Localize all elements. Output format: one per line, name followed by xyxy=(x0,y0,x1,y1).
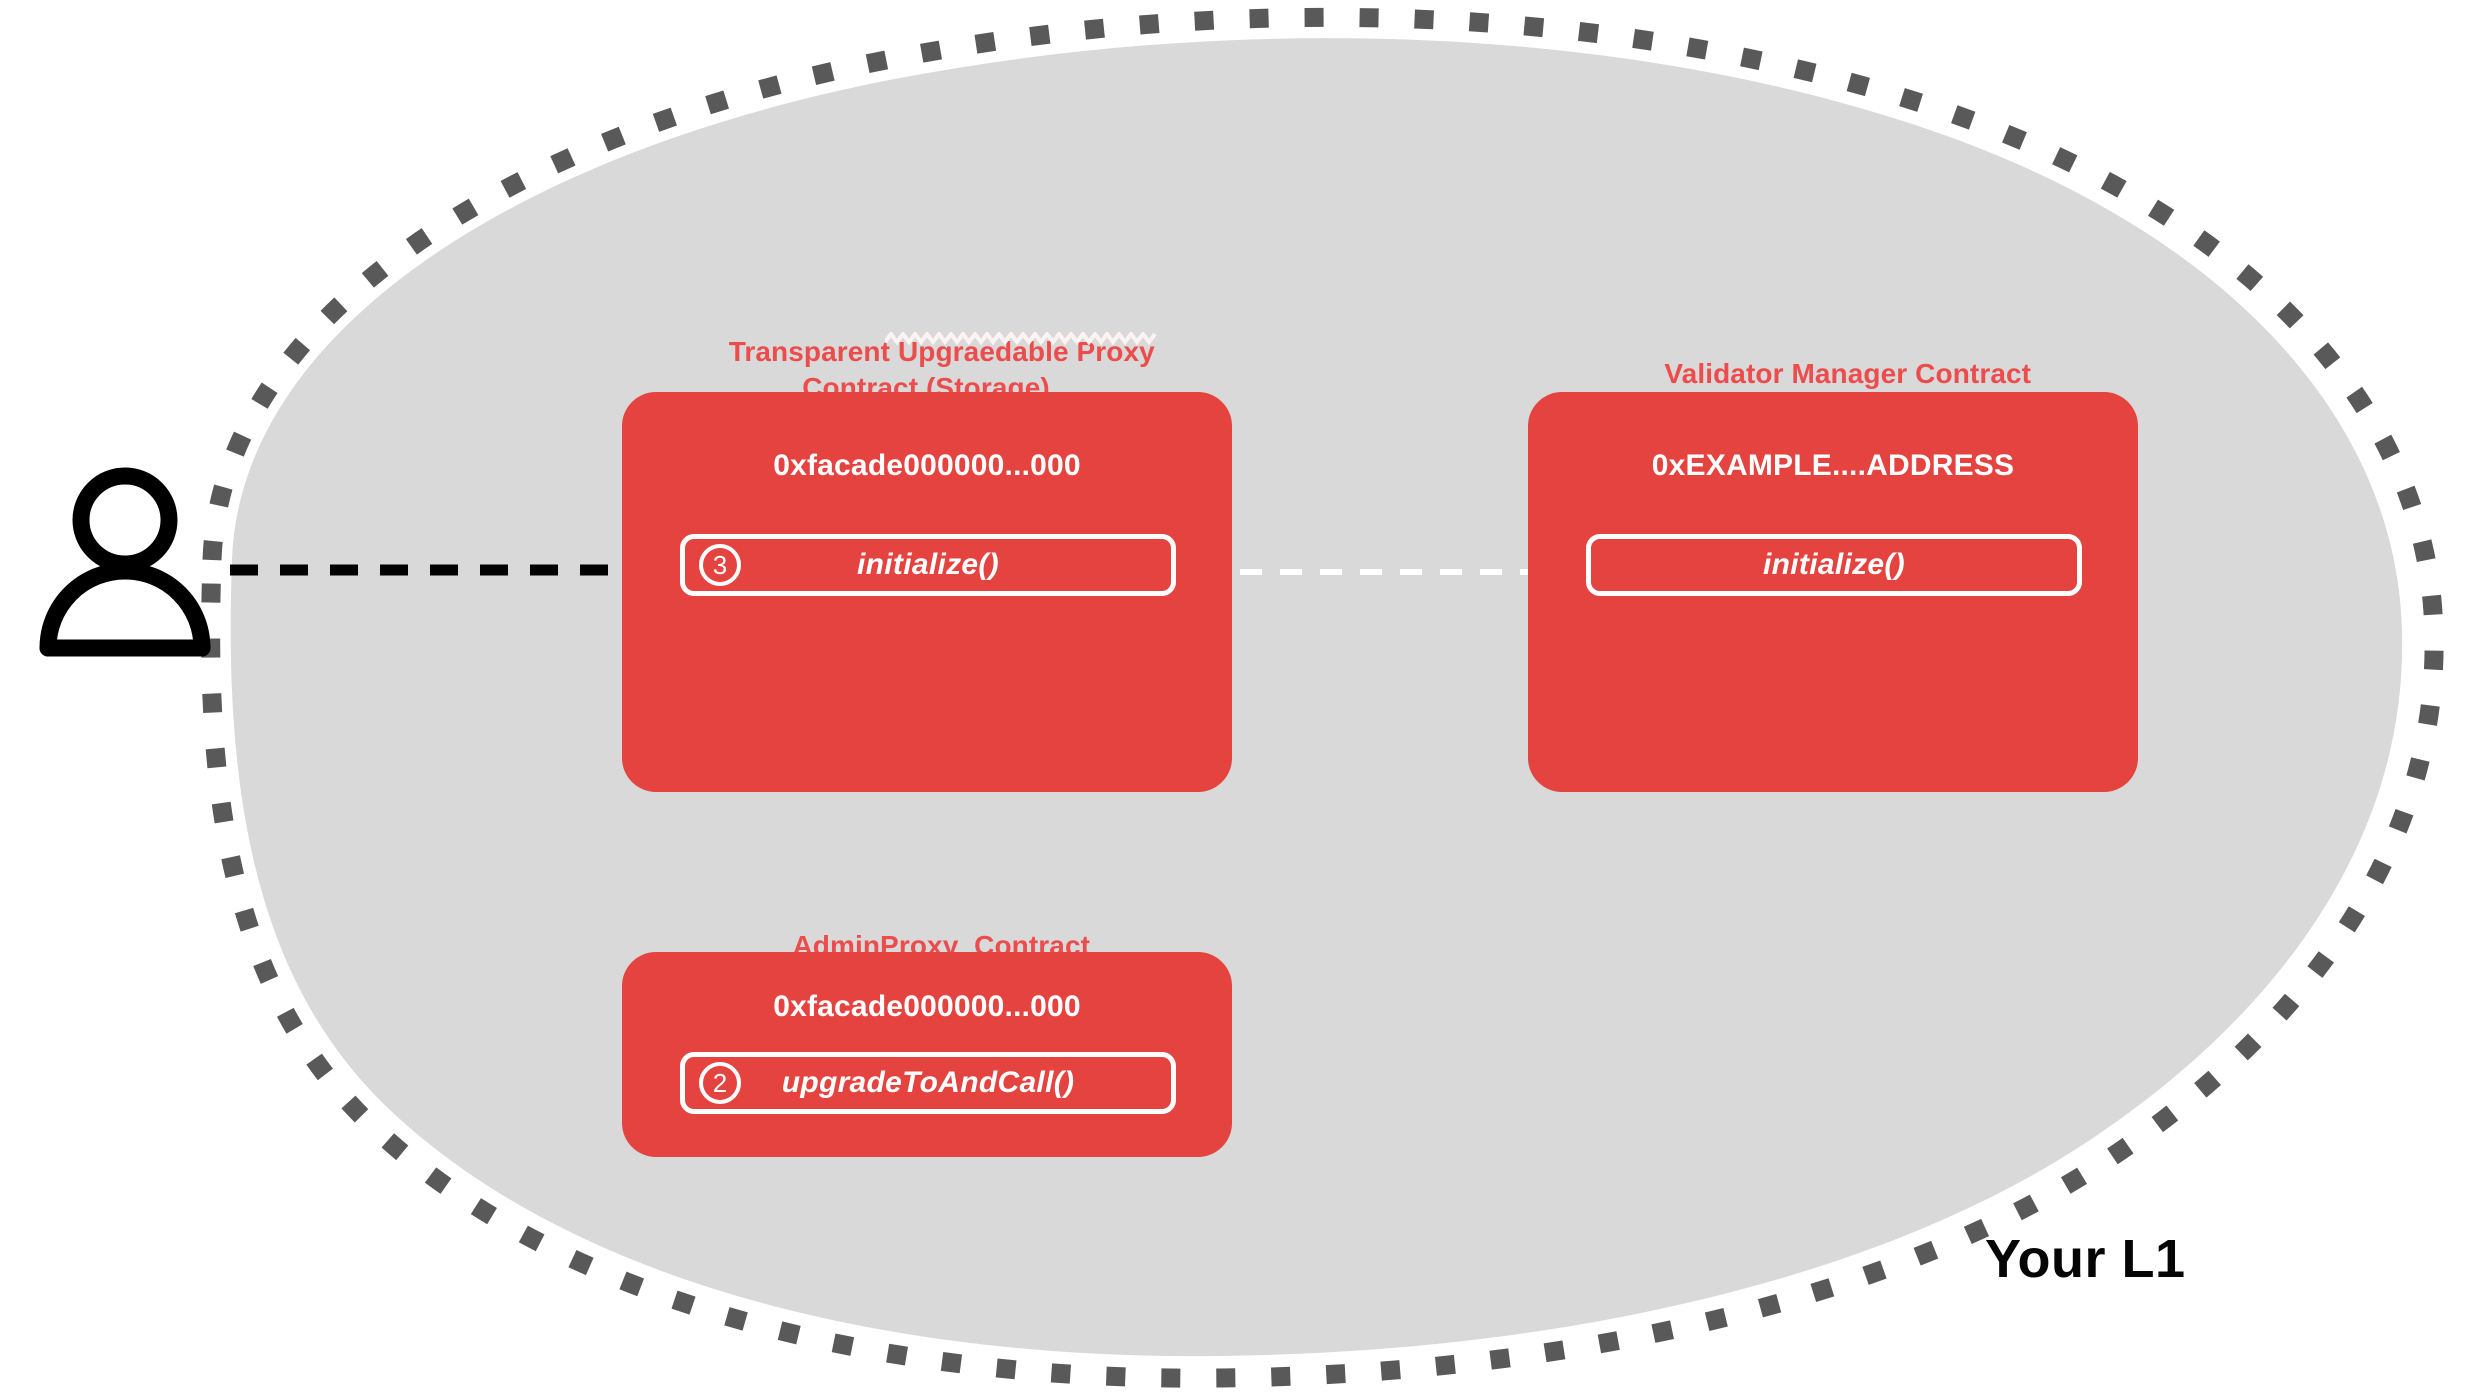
contract-address-validator-manager: 0xEXAMPLE....ADDRESS xyxy=(1651,449,2015,482)
contract-address-transparent-upgradeable-proxy: 0xfacade000000...000 xyxy=(773,449,1081,482)
method-label: initialize() xyxy=(1763,548,1905,581)
contract-address-admin-proxy: 0xfacade000000...000 xyxy=(773,990,1081,1023)
contract-card-admin-proxy[interactable]: 0xfacade000000...000 2 upgradeToAndCall(… xyxy=(622,952,1232,1157)
l1-region-dotted-border xyxy=(201,7,2444,1388)
contract-title-validator-manager: Validator Manager Contract xyxy=(1526,320,2138,427)
contract-card-validator-manager[interactable]: 0xEXAMPLE....ADDRESS initialize() xyxy=(1528,392,2138,792)
method-box-initialize-validator-manager[interactable]: initialize() xyxy=(1586,534,2082,596)
method-box-initialize-proxy[interactable]: 3 initialize() xyxy=(680,534,1176,596)
contract-card-transparent-upgradeable-proxy[interactable]: 0xfacade000000...000 3 initialize() xyxy=(622,392,1232,792)
spellcheck-squiggle-icon xyxy=(885,332,1157,346)
method-step-badge: 3 xyxy=(699,544,741,586)
region-label-your-l1: Your L1 xyxy=(1985,1229,2186,1289)
method-label: initialize() xyxy=(857,548,999,581)
method-step-badge: 2 xyxy=(699,1062,741,1104)
user-icon xyxy=(39,467,211,657)
method-label: upgradeToAndCall() xyxy=(781,1066,1075,1099)
contract-title-text: Validator Manager Contract xyxy=(1664,357,2032,389)
method-box-upgrade-to-and-call[interactable]: 2 upgradeToAndCall() xyxy=(680,1052,1176,1114)
